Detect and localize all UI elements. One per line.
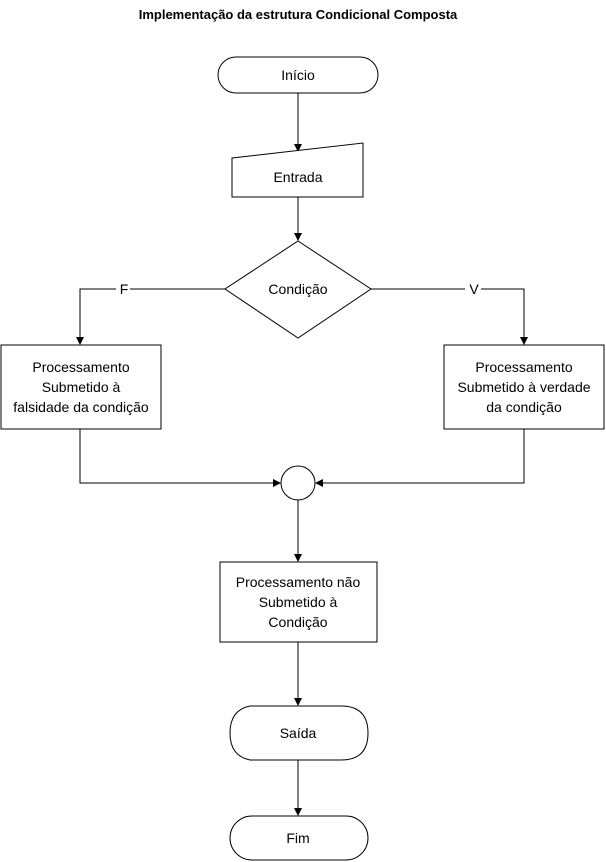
node-processo-falso-line-1: Processamento	[32, 359, 129, 375]
true-label-bg	[465, 281, 481, 297]
node-inicio-label: Início	[281, 67, 315, 83]
edge-falso-juncao	[79, 429, 274, 484]
node-condicao-label: Condição	[268, 281, 327, 297]
arrow-verdadeiro-juncao	[315, 479, 323, 487]
arrow-condicao-falso	[76, 337, 84, 345]
edge-verdadeiro-juncao	[322, 429, 525, 484]
manual-input-shape	[231, 142, 364, 198]
node-condicao: Condição	[224, 240, 372, 339]
node-processo-comum-line-3: Condição	[268, 614, 327, 630]
false-label-bg	[116, 281, 130, 297]
node-processo-verdadeiro-line-2: Submetido à verdade	[457, 379, 590, 395]
node-processo-falso: Processamento Submetido à falsidade da c…	[0, 344, 162, 430]
arrow-entrada-condicao	[294, 233, 302, 241]
process-shape	[219, 561, 378, 643]
node-entrada-label: Entrada	[273, 169, 322, 185]
arrow-inicio-entrada	[294, 144, 302, 152]
node-saida: Saída	[229, 705, 369, 761]
terminator-shape	[229, 815, 369, 861]
node-processo-comum-line-1: Processamento não	[236, 574, 361, 590]
edge-condicao-verdadeiro	[371, 288, 525, 338]
branch-false-label: F	[120, 281, 129, 297]
process-shape	[0, 344, 162, 430]
node-processo-comum-line-2: Submetido à	[259, 594, 338, 610]
arrow-comum-saida	[294, 698, 302, 706]
node-processo-verdadeiro-line-3: da condição	[486, 399, 562, 415]
decision-shape	[224, 240, 372, 339]
node-processo-verdadeiro-line-1: Processamento	[475, 359, 572, 375]
node-fim: Fim	[229, 815, 369, 861]
arrow-falso-juncao	[273, 479, 281, 487]
display-shape	[229, 705, 369, 761]
junction-connector	[280, 465, 316, 501]
diagram-title: Implementação da estrutura Condicional C…	[139, 7, 458, 22]
node-processo-comum: Processamento não Submetido à Condição	[219, 561, 378, 643]
arrow-juncao-comum	[294, 554, 302, 562]
node-processo-falso-line-2: Submetido à	[42, 379, 121, 395]
arrow-saida-fim	[294, 808, 302, 816]
branch-true-label: V	[469, 281, 479, 297]
node-processo-falso-line-3: falsidade da condição	[13, 399, 149, 415]
node-fim-label: Fim	[286, 830, 309, 846]
terminator-shape	[217, 56, 379, 94]
arrow-condicao-verdadeiro	[520, 337, 528, 345]
process-shape	[443, 344, 605, 430]
edge-condicao-falso	[79, 288, 225, 338]
node-entrada: Entrada	[231, 142, 364, 198]
node-saida-label: Saída	[280, 725, 317, 741]
node-inicio: Início	[217, 56, 379, 94]
connectors	[76, 93, 528, 816]
node-processo-verdadeiro: Processamento Submetido à verdade da con…	[443, 344, 605, 430]
